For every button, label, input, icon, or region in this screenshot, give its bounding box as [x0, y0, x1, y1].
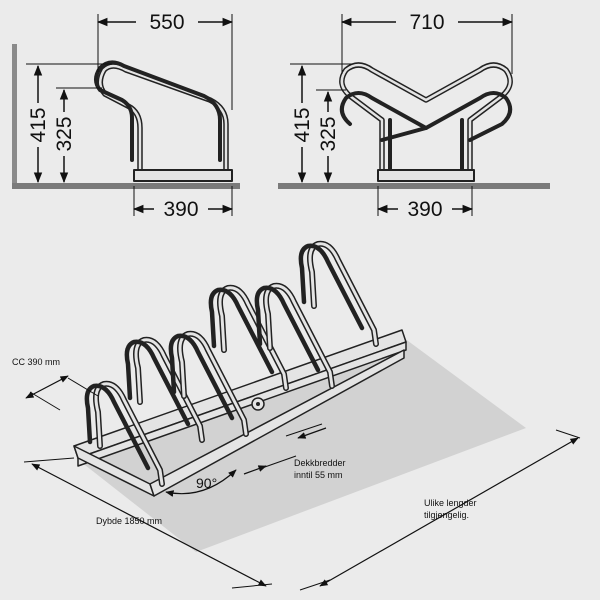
- depth-label: Dybde 1850 mm: [96, 516, 162, 526]
- front-base-label: 390: [407, 198, 442, 221]
- side-inner-height-label: 325: [53, 116, 76, 151]
- iso-rack-unit: [168, 330, 249, 437]
- front-view-rack: [339, 62, 513, 182]
- iso-rack-unit: [254, 282, 335, 389]
- side-view: 550 415 325 390: [12, 10, 240, 221]
- tyre-width-label-line1: Dekkbredder: [294, 458, 346, 468]
- cc-spacing-label: CC 390 mm: [12, 357, 60, 367]
- side-base-label: 390: [163, 198, 198, 221]
- side-view-ground: [12, 183, 240, 189]
- length-label-line1: Ulike lengder: [424, 498, 477, 508]
- depth-dim-line: [31, 463, 267, 587]
- cc-dim-line: [25, 375, 69, 399]
- front-height-label: 415: [291, 107, 314, 142]
- iso-rack-unit: [208, 284, 289, 391]
- side-height-label: 415: [27, 107, 50, 142]
- tyre-width-label-line2: inntil 55 mm: [294, 470, 343, 480]
- iso-rack-unit: [298, 240, 379, 347]
- tyre-dim-arrow-in: [297, 427, 327, 439]
- front-view: 710 415 325 390: [278, 10, 550, 221]
- side-view-rack: [94, 60, 233, 182]
- front-width-label: 710: [409, 11, 444, 34]
- front-view-ground: [278, 183, 550, 189]
- length-dim-line: [319, 437, 579, 587]
- side-view-wall: [12, 44, 17, 189]
- front-inner-height-label: 325: [317, 116, 340, 151]
- iso-coupling-connector: [251, 397, 265, 411]
- iso-rack-unit: [124, 336, 205, 443]
- iso-view: CC 390 mm Dekkbredder inntil 55 mm 90° D…: [12, 240, 581, 591]
- side-width-label: 550: [149, 11, 184, 34]
- iso-rack-unit: [84, 380, 165, 487]
- iso-rack-units: [84, 240, 379, 487]
- angle-label: 90°: [196, 475, 217, 491]
- length-label-line2: tilgjengelig.: [424, 510, 469, 520]
